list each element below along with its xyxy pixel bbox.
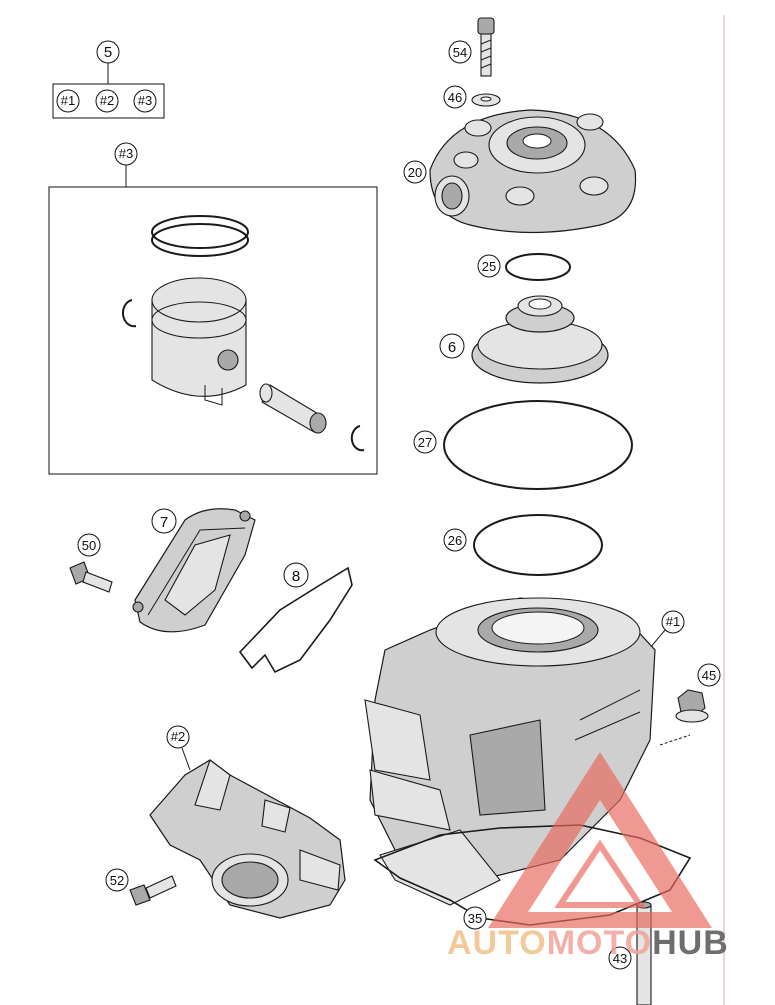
callout-kit-1: #1 (61, 93, 75, 108)
reed-valve-cover (132, 508, 256, 633)
nut-group: 45 (659, 663, 721, 746)
reed-gasket-group: 8 (238, 562, 353, 674)
intake-flange (149, 759, 346, 919)
watermark-logo: AUTOMOTOHUB (447, 752, 729, 962)
piston-pin (259, 383, 327, 434)
callout-20: 20 (408, 165, 422, 180)
callout-piston-kit: #3 (119, 146, 133, 161)
circlip-left (121, 299, 137, 328)
intake-flange-bolt (129, 875, 177, 906)
callout-8: 8 (292, 568, 300, 585)
callout-cylinder: #1 (666, 614, 680, 629)
callout-5: 5 (104, 44, 112, 61)
combustion-chamber-insert (471, 295, 609, 384)
piston (151, 277, 247, 406)
callout-45: 45 (702, 668, 716, 683)
callout-46: 46 (448, 90, 462, 105)
reed-valve-group: 7 50 (69, 508, 256, 633)
callout-50: 50 (82, 538, 96, 553)
callout-intake-flange: #2 (171, 729, 185, 744)
flange-nut (675, 689, 709, 723)
callout-kit-3: #3 (138, 93, 152, 108)
head-bolt (477, 17, 495, 77)
callout-35: 35 (468, 911, 482, 926)
o-ring (505, 253, 571, 281)
callout-27: 27 (418, 435, 432, 450)
piston-ring (151, 215, 249, 257)
callout-26: 26 (448, 533, 462, 548)
svg-text:AUTOMOTOHUB: AUTOMOTOHUB (447, 924, 729, 962)
watermark-auto: AUTO (447, 924, 547, 962)
cylinder-head (429, 109, 637, 234)
callout-kit-2: #2 (100, 93, 114, 108)
cylinder-assembly: #1 (364, 597, 685, 906)
reed-cover-bolt (69, 561, 113, 593)
callout-52: 52 (110, 873, 124, 888)
callout-25: 25 (482, 259, 496, 274)
watermark-hub: HUB (652, 924, 729, 962)
watermark-moto: MOTO (547, 924, 652, 962)
intake-flange-group: #2 52 (105, 725, 346, 919)
watermark-triangle-icon (488, 752, 712, 928)
kit-group-5: 5 #1 #2 #3 (52, 40, 165, 119)
washer (471, 93, 501, 107)
head-gasket-ring (443, 400, 633, 490)
cylinder-head-stack: 54 46 20 (403, 17, 637, 576)
circlip-right (350, 425, 365, 452)
callout-7: 7 (160, 514, 168, 531)
piston-kit-box: #3 (48, 142, 378, 475)
callout-6: 6 (448, 339, 456, 356)
reed-gasket (238, 566, 353, 674)
callout-54: 54 (453, 45, 467, 60)
cylinder-gasket-ring (473, 514, 603, 576)
callout-43: 43 (613, 951, 627, 966)
